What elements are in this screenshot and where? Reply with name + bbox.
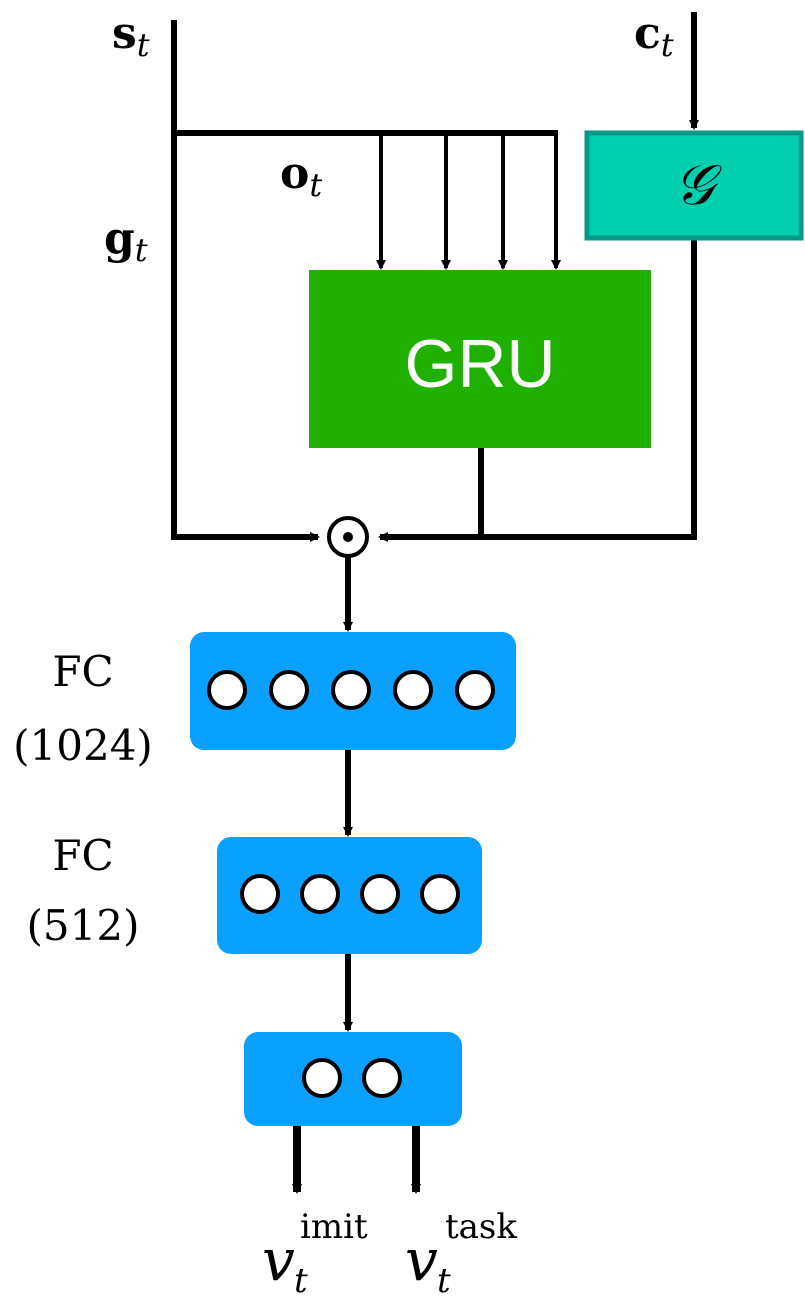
task-value-label: v t task bbox=[405, 1207, 517, 1297]
neuron-circle bbox=[393, 670, 433, 710]
goal-label: gt bbox=[104, 213, 148, 269]
neuron-circle bbox=[455, 670, 495, 710]
observation-label: ot bbox=[280, 148, 322, 204]
connection-lines bbox=[171, 20, 697, 542]
context-label: ct bbox=[634, 8, 674, 64]
imit-value-label: v t imit bbox=[262, 1207, 368, 1297]
elementwise-product-operator bbox=[327, 516, 369, 558]
output-layer bbox=[244, 1032, 462, 1126]
neuron-circle bbox=[362, 1058, 402, 1098]
fc1-size-label: (1024) bbox=[13, 721, 153, 770]
neuron-circle bbox=[300, 874, 340, 914]
svg-text:v: v bbox=[405, 1226, 438, 1294]
neuron-circle bbox=[420, 874, 460, 914]
svg-text:task: task bbox=[445, 1207, 517, 1247]
state-label: st bbox=[112, 8, 150, 64]
fc2-layer bbox=[217, 837, 482, 954]
gru-block: GRU bbox=[309, 270, 651, 448]
svg-text:t: t bbox=[437, 1261, 451, 1297]
gru-input-arrows bbox=[376, 133, 561, 270]
fc2-size-label: (512) bbox=[27, 901, 140, 950]
gru-label: GRU bbox=[404, 326, 555, 402]
neuron-circle bbox=[360, 874, 400, 914]
gate-block: 𝒢 bbox=[584, 130, 804, 241]
svg-text:v: v bbox=[262, 1226, 295, 1294]
neuron-circle bbox=[269, 670, 309, 710]
svg-text:t: t bbox=[294, 1261, 308, 1297]
fc2-label: FC bbox=[52, 831, 113, 880]
neuron-circle bbox=[331, 670, 371, 710]
neuron-circle bbox=[240, 874, 280, 914]
fc1-layer bbox=[190, 632, 516, 750]
neuron-circle bbox=[207, 670, 247, 710]
neuron-circle bbox=[302, 1058, 342, 1098]
svg-text:imit: imit bbox=[300, 1207, 368, 1247]
fc1-label: FC bbox=[52, 647, 113, 696]
